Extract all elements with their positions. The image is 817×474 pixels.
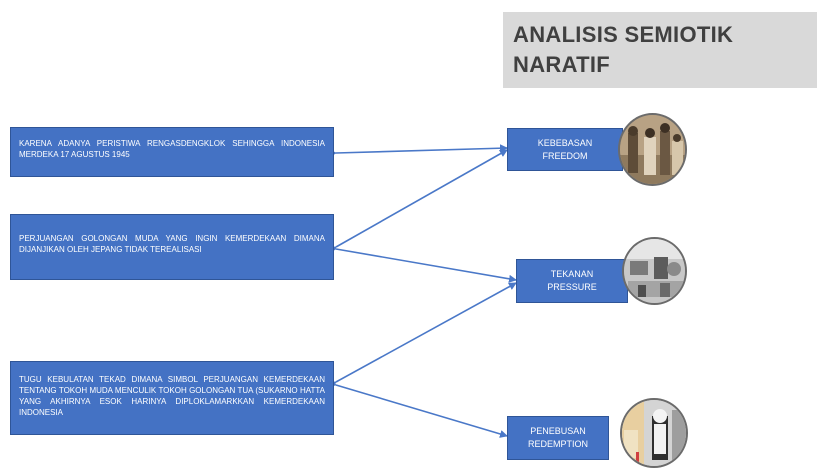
pressure-photo (622, 237, 687, 305)
diagram-title: ANALISIS SEMIOTIK NARATIF (513, 20, 733, 80)
left-box-3-text: TUGU KEBULATAN TEKAD DIMANA SIMBOL PERJU… (19, 375, 325, 417)
right-box-freedom: KEBEBASAN FREEDOM (507, 128, 623, 171)
pressure-label-2: PRESSURE (547, 282, 597, 292)
title-box: ANALISIS SEMIOTIK NARATIF (503, 12, 817, 88)
freedom-photo (618, 113, 687, 186)
arrow-box2-pressure (328, 243, 517, 283)
redemption-label-2: REDEMPTION (527, 439, 588, 449)
title-line-1: ANALISIS SEMIOTIK (513, 22, 734, 47)
arrow-box2-freedom (327, 149, 508, 254)
left-box-2: PERJUANGAN GOLONGAN MUDA YANG INGIN KEME… (10, 214, 334, 280)
left-box-1: KARENA ADANYA PERISTIWA RENGASDENGKLOK S… (10, 127, 334, 177)
right-box-pressure: TEKANAN PRESSURE (516, 259, 628, 303)
arrow-box1-freedom (328, 144, 508, 158)
redemption-photo-image (622, 400, 686, 466)
title-line-2: NARATIF (513, 52, 611, 77)
left-box-3: TUGU KEBULATAN TEKAD DIMANA SIMBOL PERJU… (10, 361, 334, 435)
right-box-redemption: PENEBUSAN REDEMPTION (507, 416, 609, 460)
arrow-box3-pressure (327, 282, 517, 389)
pressure-photo-image (624, 239, 685, 303)
left-box-1-text: KARENA ADANYA PERISTIWA RENGASDENGKLOK S… (19, 139, 325, 159)
arrow-box3-redemption (328, 379, 508, 438)
freedom-label-2: FREEDOM (542, 150, 588, 161)
left-box-2-text: PERJUANGAN GOLONGAN MUDA YANG INGIN KEME… (19, 234, 325, 254)
redemption-photo (620, 398, 688, 468)
freedom-photo-image (620, 115, 685, 184)
redemption-label-1: PENEBUSAN (530, 426, 586, 436)
pressure-label-1: TEKANAN (550, 269, 594, 279)
freedom-label-1: KEBEBASAN (537, 137, 593, 148)
